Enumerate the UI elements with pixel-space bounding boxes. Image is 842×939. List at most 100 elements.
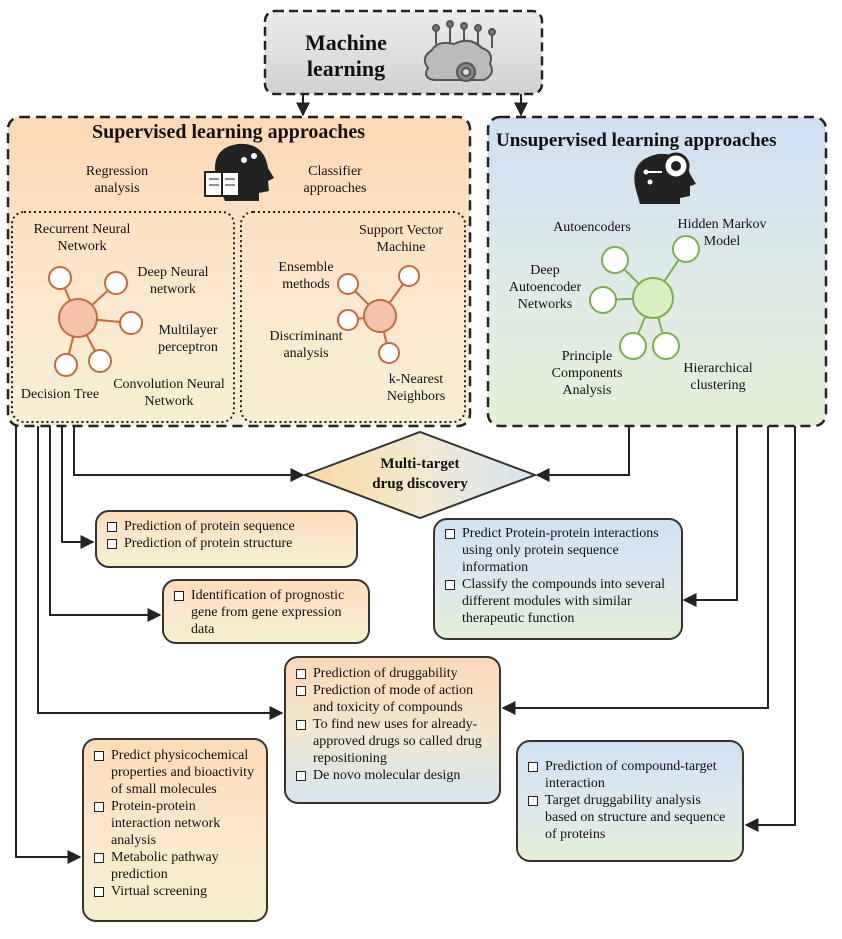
pca-l2: Components <box>551 366 623 381</box>
deep-ae-l2: Autoencoder <box>508 280 582 295</box>
multi-target-diamond <box>302 430 538 520</box>
mode-of-action-item: Prediction of mode of action and toxicit… <box>296 682 491 716</box>
ppi-network-item: Protein-protein interaction network anal… <box>94 798 258 849</box>
regression-leaf-node <box>104 271 128 295</box>
discriminant-label: Discriminant analysis <box>258 328 354 362</box>
target-druggability-item: Target druggability analysis based on st… <box>528 792 734 843</box>
supervised-title: Supervised learning approaches <box>92 121 365 143</box>
unsupervised-leaf-node <box>672 235 700 263</box>
knn-l2: Neighbors <box>386 389 446 404</box>
arrow-to-ppi-box <box>682 426 738 607</box>
classifier-label-l1: Classifier <box>308 164 362 179</box>
unsupervised-leaf-node <box>589 286 617 314</box>
arrow-to-compound-box <box>744 426 796 832</box>
physchem-box: Predict physicochemical properties and b… <box>82 738 268 922</box>
ml-title-line2: learning <box>306 56 386 81</box>
hmm-l2: Model <box>703 234 741 249</box>
regression-subbox <box>11 211 235 423</box>
pca-label: Principle Components Analysis <box>542 348 632 399</box>
unsupervised-container <box>486 115 828 428</box>
hierarchical-l2: clustering <box>690 378 746 393</box>
regression-network-graph <box>48 266 143 377</box>
hmm-label: Hidden Markov Model <box>672 216 772 250</box>
svm-l1: Support Vector <box>358 223 444 238</box>
arrow-uns-to-diamond <box>535 426 630 482</box>
de-novo-design-item: De novo molecular design <box>296 767 491 784</box>
deep-l2: network <box>150 282 196 297</box>
deep-nn-label: Deep Neural network <box>128 264 218 298</box>
convolution-l2: Network <box>144 394 194 409</box>
discriminant-l2: analysis <box>283 346 329 361</box>
recurrent-nn-label: Recurrent Neural Network <box>22 221 142 255</box>
deep-ae-l1: Deep <box>530 263 560 278</box>
prognostic-gene-box: Identification of prognostic gene from g… <box>162 579 370 644</box>
head-book-icon <box>204 143 274 201</box>
hierarchical-l1: Hierarchical <box>683 361 753 376</box>
classifier-label-l2: approaches <box>303 181 367 196</box>
unsupervised-leaf-node <box>619 332 647 360</box>
compound-target-item: Prediction of compound-target interactio… <box>528 758 734 792</box>
prognostic-gene-item: Identification of prognostic gene from g… <box>174 587 360 638</box>
convolution-nn-label: Convolution Neural Network <box>104 376 234 410</box>
brain-circuit-gear-icon <box>423 20 496 82</box>
druggability-box: Prediction of druggability Prediction of… <box>284 656 501 804</box>
ensemble-l2: methods <box>282 277 330 292</box>
machine-learning-title: Machine learning <box>296 30 396 82</box>
protein-prediction-box: Prediction of protein sequence Predictio… <box>95 510 358 568</box>
ensemble-label: Ensemble methods <box>268 259 344 293</box>
svm-label: Support Vector Machine <box>346 222 456 256</box>
classifier-label: Classifier approaches <box>290 163 380 197</box>
regression-label-l2: analysis <box>94 181 140 196</box>
drug-repositioning-item: To find new uses for already-approved dr… <box>296 716 491 767</box>
unsupervised-title: Unsupervised learning approaches <box>496 130 777 151</box>
arrow-to-prognostic-box <box>49 426 162 622</box>
deep-autoencoder-label: Deep Autoencoder Networks <box>500 262 590 313</box>
head-gear-circuit-icon <box>634 152 696 204</box>
multi-target-label: Multi-target drug discovery <box>340 454 500 494</box>
arrow-to-protein-box <box>61 426 95 549</box>
regression-leaf-node <box>54 353 78 377</box>
multi-target-l2: drug discovery <box>372 476 468 492</box>
arrow-uns-to-druggability-box <box>501 426 769 715</box>
connector-lines <box>15 94 796 864</box>
protein-structure-item: Prediction of protein structure <box>107 535 348 552</box>
classifier-leaf-node <box>337 309 359 331</box>
classifier-leaf-node <box>337 273 359 295</box>
predict-ppi-item: Predict Protein-protein interactions usi… <box>445 525 673 576</box>
ppi-box: Predict Protein-protein interactions usi… <box>433 518 683 640</box>
regression-label-l1: Regression <box>85 164 149 179</box>
metabolic-pathway-item: Metabolic pathway prediction <box>94 849 258 883</box>
recurrent-l2: Network <box>57 239 107 254</box>
pca-l1: Principle <box>561 349 613 364</box>
classifier-subbox <box>240 211 466 423</box>
supervised-container <box>6 115 472 428</box>
ensemble-l1: Ensemble <box>278 260 334 275</box>
decision-tree-label: Decision Tree <box>20 387 100 402</box>
classifier-leaf-node <box>378 342 400 364</box>
classifier-network-graph <box>337 265 420 364</box>
regression-leaf-node <box>119 311 143 335</box>
arrow-to-physchem-box <box>15 426 82 864</box>
unsupervised-leaf-node <box>601 246 629 274</box>
regression-hub-node <box>58 298 98 338</box>
protein-sequence-item: Prediction of protein sequence <box>107 518 348 535</box>
multi-target-l1: Multi-target <box>380 456 460 472</box>
recurrent-l1: Recurrent Neural <box>33 222 131 237</box>
regression-label: Regression analysis <box>72 163 162 197</box>
regression-leaf-node <box>48 266 72 290</box>
deep-ae-l3: Networks <box>517 297 573 312</box>
hierarchical-label: Hierarchical clustering <box>668 360 768 394</box>
classifier-leaf-node <box>398 265 420 287</box>
deep-l1: Deep Neural <box>137 265 209 280</box>
physchem-item: Predict physicochemical properties and b… <box>94 747 258 798</box>
unsupervised-leaf-node <box>652 332 680 360</box>
knn-l1: k-Nearest <box>388 372 444 387</box>
pca-l3: Analysis <box>562 383 612 398</box>
arrow-to-druggability-box <box>37 426 284 720</box>
multilayer-l2: perceptron <box>158 340 218 355</box>
druggability-item: Prediction of druggability <box>296 665 491 682</box>
compound-target-box: Prediction of compound-target interactio… <box>516 740 744 862</box>
regression-leaf-node <box>88 349 112 373</box>
classify-compounds-item: Classify the compounds into several diff… <box>445 576 673 627</box>
